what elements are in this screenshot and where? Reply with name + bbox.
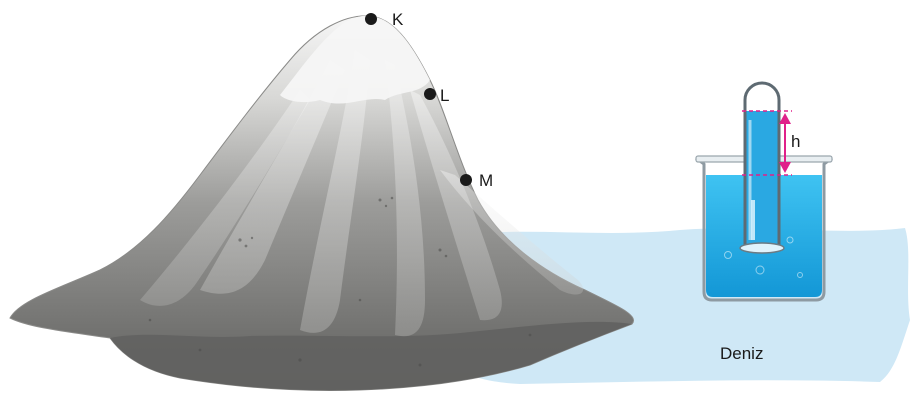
point-m-label: M <box>479 171 493 190</box>
mountain <box>10 16 634 391</box>
tube-base <box>740 243 784 253</box>
point-m-dot <box>460 174 472 186</box>
tube-inner-column <box>751 200 755 240</box>
height-arrow <box>779 113 791 173</box>
height-label: h <box>791 132 800 151</box>
beaker-apparatus: h <box>696 83 832 300</box>
point-k-label: K <box>392 10 404 29</box>
point-l-label: L <box>440 86 449 105</box>
point-l-dot <box>424 88 436 100</box>
point-k-dot <box>365 13 377 25</box>
sea-label: Deniz <box>720 344 763 363</box>
